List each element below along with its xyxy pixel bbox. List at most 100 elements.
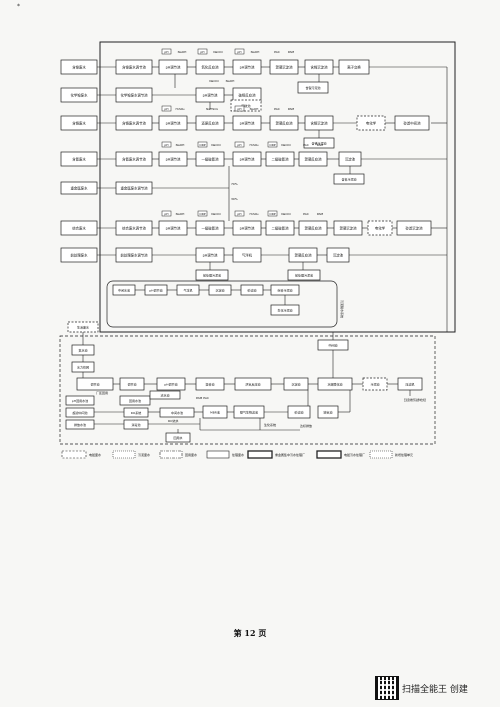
- lane-2: 化学镍废水调节池 pH调节池 破络反应池 回收池 NaClO NaOH: [97, 74, 262, 112]
- split-label: 30%: [231, 197, 238, 201]
- svg-text:PAC: PAC: [274, 50, 280, 54]
- svg-text:NaClO: NaClO: [209, 79, 219, 83]
- process-label: 缺氧池: [323, 410, 332, 415]
- process-label: 沉淀池: [291, 382, 300, 387]
- process-label: 调节池: [127, 382, 136, 387]
- svg-text:NaOH: NaOH: [251, 50, 260, 54]
- legend-label: 污泥废水: [138, 452, 150, 457]
- process-box: [65, 407, 95, 418]
- qr-code-icon: [375, 676, 399, 700]
- svg-text:pH: pH: [164, 212, 168, 216]
- svg-text:pH: pH: [200, 50, 204, 54]
- process-label: pH调节池: [149, 288, 162, 293]
- process-label: 中间水池: [171, 410, 183, 415]
- process-label: 中间水池: [118, 288, 130, 293]
- process-label: pH调节池: [166, 226, 181, 231]
- svg-text:pH: pH: [237, 50, 241, 54]
- source-label: 含铬废水: [72, 121, 86, 126]
- process-label: 回用水池: [129, 398, 141, 403]
- svg-text:H₂SO₄: H₂SO₄: [250, 143, 260, 147]
- process-label: 生化污泥池: [277, 308, 292, 313]
- process-label: 前处理污泥池: [203, 273, 221, 278]
- lane-3: 含铬废水调节池 pH调节池 还原反应池 pH调节池 混凝反应池 含铬沉淀池 电化…: [97, 105, 430, 149]
- process-label: 含铬沉淀池: [311, 121, 329, 126]
- process-label: 水力筛网: [77, 365, 89, 370]
- process-label: 压滤机: [405, 382, 414, 387]
- process-label: 含铬废水调节池: [122, 121, 146, 126]
- loop-frame: [106, 280, 338, 328]
- note-label: 生化系统: [264, 422, 276, 427]
- source-label: 重金属废水: [71, 186, 89, 191]
- svg-text:NaOH: NaOH: [226, 79, 235, 83]
- process-label: 综合污泥池: [277, 288, 292, 293]
- note-label: 达标排放: [300, 423, 312, 428]
- process-label: 前处理污泥池: [295, 273, 313, 278]
- process-label: 砂滤沉淀池: [406, 226, 424, 231]
- process-label: pH调节池: [240, 157, 255, 162]
- process-box: [65, 419, 95, 430]
- svg-text:PAM: PAM: [317, 212, 324, 216]
- split-label: 70%: [231, 182, 238, 186]
- process-label: 二级破氰池: [272, 157, 290, 162]
- process-label: 生活废水: [77, 325, 89, 330]
- process-label: 曝气生物滤池: [240, 410, 258, 415]
- process-box: [270, 304, 300, 316]
- source-label: 含氰废水: [72, 157, 86, 162]
- process-label: 厌氧反应池: [245, 382, 260, 387]
- process-label: 化学镍废水调节池: [120, 93, 148, 98]
- svg-text:ORP: ORP: [199, 212, 205, 216]
- process-label: RO系统: [131, 410, 141, 415]
- svg-text:PAM: PAM: [288, 50, 295, 54]
- legend-label: 回用废水: [185, 452, 197, 457]
- process-label: pH调节池: [164, 382, 177, 387]
- process-label: 综合废水调节池: [122, 226, 146, 231]
- sludge-box: [195, 269, 229, 281]
- svg-text:pH: pH: [237, 212, 241, 216]
- svg-text:ORP: ORP: [269, 212, 275, 216]
- process-label: 含氰污泥池: [341, 177, 356, 182]
- lane-1: 含镍废水调节池 pH调节池 氧化反应池 pH调节池 混凝沉淀池 含镍沉淀池 离子…: [97, 48, 447, 94]
- process-label: 水解酸化池: [327, 382, 342, 387]
- new-unit-box: [230, 99, 262, 112]
- legend-label: 重金属集中污水处理厂: [275, 452, 305, 457]
- process-label: 消毒池: [131, 422, 140, 427]
- legend-label: 处理废水: [232, 452, 244, 457]
- svg-text:NaClO: NaClO: [211, 143, 221, 147]
- process-box: [149, 390, 181, 400]
- lane-7: 前处理废水调节池 pH调节池 气浮机 混凝反应池 沉淀池 前处理污泥池 前处理污…: [97, 247, 447, 281]
- note-label: RO浓水: [168, 418, 178, 423]
- legend-swatch: [247, 450, 273, 459]
- legend-label: 电镀废水: [89, 452, 101, 457]
- legend-label: 新增处理单元: [395, 452, 413, 457]
- process-label: 混凝反应池: [295, 253, 313, 258]
- svg-text:NaOH: NaOH: [176, 143, 185, 147]
- svg-text:PAC: PAC: [303, 143, 309, 147]
- svg-text:pH: pH: [164, 50, 168, 54]
- process-label: 重金属废水调节池: [120, 186, 148, 191]
- legend-swatch: [316, 450, 342, 459]
- process-label: 调节池: [90, 382, 99, 387]
- process-label: 一级破氰池: [202, 226, 220, 231]
- process-label: 电化学: [375, 226, 386, 231]
- legend-swatch: [61, 450, 87, 459]
- svg-text:PAC: PAC: [274, 107, 280, 111]
- process-label: 混凝反应池: [305, 157, 323, 162]
- process-label: 含氰废水调节池: [122, 157, 146, 162]
- process-box: [119, 395, 151, 406]
- svg-text:PAM: PAM: [288, 107, 295, 111]
- legend: 电镀废水 污泥废水 回用废水 处理废水 重金属集中污水处理厂 电镀污水处理厂 新…: [61, 450, 413, 459]
- process-label: 含镍废水调节池: [122, 65, 146, 70]
- legend-swatch: [159, 450, 183, 459]
- svg-text:NaClO: NaClO: [213, 50, 223, 54]
- source-label: 综合废水: [72, 226, 86, 231]
- process-label: 电化学: [366, 121, 377, 126]
- svg-text:NaClO: NaClO: [281, 212, 291, 216]
- svg-text:NaHSO₃: NaHSO₃: [206, 107, 219, 111]
- source-label: 含镍废水: [72, 65, 86, 70]
- process-label: 一级破氰池: [202, 157, 220, 162]
- svg-text:ORP: ORP: [199, 143, 205, 147]
- source-label: 前处理废水: [71, 253, 89, 258]
- svg-text:ORP: ORP: [269, 143, 275, 147]
- process-label: 气浮机: [242, 253, 253, 258]
